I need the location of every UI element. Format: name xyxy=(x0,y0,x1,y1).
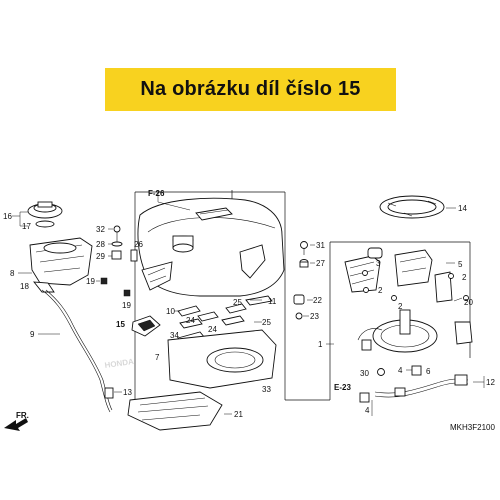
callout-18: 18 xyxy=(20,282,29,291)
rubber-19a xyxy=(100,277,108,285)
screw-2c xyxy=(448,273,454,279)
screw-2a xyxy=(363,287,369,293)
drain-tube xyxy=(41,289,111,413)
callout-24a: 24 xyxy=(186,316,195,325)
callout-19b: 19 xyxy=(122,301,131,310)
callout-31: 31 xyxy=(316,241,325,250)
ref-f26: F-26 xyxy=(148,189,165,198)
bolt-23 xyxy=(295,312,303,320)
collar-27 xyxy=(299,259,309,268)
callout-20: 20 xyxy=(464,298,473,307)
screw-3 xyxy=(362,270,368,276)
callout-11: 11 xyxy=(268,297,277,306)
part-callouts: 16 17 8 18 9 13 32 28 29 26 19 19 15 10 … xyxy=(3,204,495,419)
rubber-22 xyxy=(293,294,305,305)
bolt-31 xyxy=(300,241,308,255)
callout-2a: 2 xyxy=(378,286,383,295)
callout-4a: 4 xyxy=(398,366,403,375)
banner-text: Na obrázku díl číslo 15 xyxy=(140,78,361,100)
callout-4b: 4 xyxy=(365,406,370,415)
callout-34: 34 xyxy=(170,331,179,340)
callout-8: 8 xyxy=(10,269,15,278)
connector-6 xyxy=(411,365,422,376)
callout-32: 32 xyxy=(96,225,105,234)
callout-25b: 25 xyxy=(262,318,271,327)
fuel-tank xyxy=(137,197,285,297)
callout-19a: 19 xyxy=(86,277,95,286)
clip-26 xyxy=(130,249,138,262)
gasket-ring xyxy=(379,195,445,219)
callout-10: 10 xyxy=(166,307,175,316)
rubber-19b xyxy=(123,289,131,297)
nut-30 xyxy=(377,368,385,376)
fuel-pump-assembly xyxy=(344,247,473,353)
callout-6: 6 xyxy=(426,367,431,376)
honda-watermark: HONDA xyxy=(104,357,135,370)
heat-guard xyxy=(127,391,223,431)
diagram-code: MKH3F2100 xyxy=(450,423,495,432)
bolt-32 xyxy=(113,225,121,242)
hose-clamp xyxy=(394,387,406,397)
callout-2b: 2 xyxy=(398,302,403,311)
callout-5: 5 xyxy=(458,260,463,269)
callout-26: 26 xyxy=(134,240,143,249)
callout-7: 7 xyxy=(155,353,160,362)
callout-13: 13 xyxy=(123,388,132,397)
bracket-15 xyxy=(131,315,161,337)
callout-14: 14 xyxy=(458,204,467,213)
callout-21: 21 xyxy=(234,410,243,419)
part-number-banner: Na obrázku díl číslo 15 xyxy=(105,68,396,111)
callout-23: 23 xyxy=(310,312,319,321)
reference-labels: F-26 E-23 FR. MKH3F2100 xyxy=(16,189,495,432)
screw-2b xyxy=(391,295,397,301)
callout-1: 1 xyxy=(318,340,323,349)
collar-29 xyxy=(111,250,122,260)
connector-18 xyxy=(454,374,468,386)
callout-28: 28 xyxy=(96,240,105,249)
callout-12: 12 xyxy=(486,378,495,387)
callout-27: 27 xyxy=(316,259,325,268)
callout-9: 9 xyxy=(30,330,35,339)
tube-clip xyxy=(104,387,114,399)
washer-28 xyxy=(111,241,123,247)
fuel-cap xyxy=(27,201,63,228)
fuel-hose xyxy=(359,365,469,403)
callout-33: 33 xyxy=(262,385,271,394)
callout-16: 16 xyxy=(3,212,12,221)
ref-e23: E-23 xyxy=(334,383,351,392)
leader-lines xyxy=(12,190,485,416)
callout-3: 3 xyxy=(376,259,381,268)
callout-29: 29 xyxy=(96,252,105,261)
clip-20 xyxy=(463,295,469,301)
callout-30: 30 xyxy=(360,369,369,378)
filler-housing xyxy=(29,237,93,293)
callout-22: 22 xyxy=(313,296,322,305)
callout-15: 15 xyxy=(116,320,125,329)
front-direction-arrow xyxy=(4,418,28,431)
watermark-text: HONDA xyxy=(104,357,135,370)
callout-17: 17 xyxy=(22,222,31,231)
callout-24b: 24 xyxy=(208,325,217,334)
callout-2c: 2 xyxy=(462,273,467,282)
tank-cover xyxy=(167,329,277,389)
rubber-pads xyxy=(177,295,273,345)
clamp-4b xyxy=(359,392,370,403)
callout-25a: 25 xyxy=(233,298,242,307)
direction-label: FR. xyxy=(16,411,29,420)
